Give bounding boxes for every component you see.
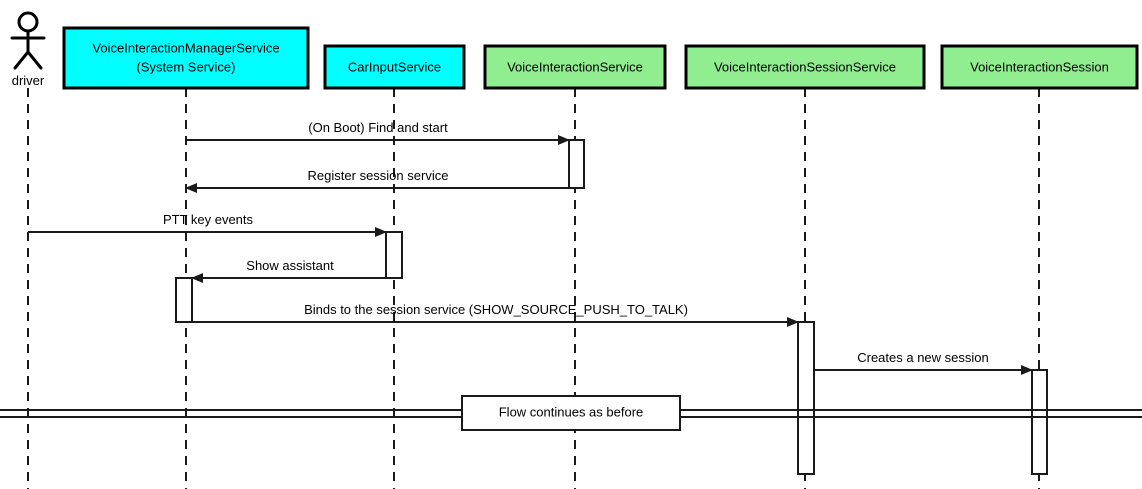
participant-box-vims[interactable] xyxy=(62,26,310,90)
participant-label-viss: VoiceInteractionSessionService xyxy=(714,59,896,74)
divider-note-label: Flow continues as before xyxy=(499,404,644,419)
msg-on-boot-find-and-start-label: (On Boot) Find and start xyxy=(308,120,448,135)
msg-register-session-service-label: Register session service xyxy=(308,168,449,183)
flow-divider-group: Flow continues as before xyxy=(0,395,1142,431)
activations-group xyxy=(175,139,1048,475)
actor-label: driver xyxy=(12,73,45,88)
participant-label-carinput: CarInputService xyxy=(348,59,441,74)
activation-vis xyxy=(568,139,585,189)
msg-binds-to-session-service-label: Binds to the session service (SHOW_SOURC… xyxy=(304,302,688,317)
driver-actor: driver xyxy=(10,11,46,88)
participant-carinput[interactable]: CarInputService xyxy=(323,44,466,90)
msg-on-boot-find-and-start: (On Boot) Find and start xyxy=(186,120,570,145)
participant-label-vims-line1: VoiceInteractionManagerService xyxy=(92,40,279,55)
participant-vsession[interactable]: VoiceInteractionSession xyxy=(940,44,1139,90)
msg-show-assistant: Show assistant xyxy=(191,258,402,283)
participant-viss[interactable]: VoiceInteractionSessionService xyxy=(684,44,926,90)
msg-ptt-key-events-label: PTT key events xyxy=(163,212,254,227)
msg-ptt-key-events: PTT key events xyxy=(28,212,387,237)
msg-creates-a-new-session-label: Creates a new session xyxy=(857,350,989,365)
msg-binds-to-session-service: Binds to the session service (SHOW_SOURC… xyxy=(176,302,799,327)
actor-left-leg-icon xyxy=(13,50,30,70)
participant-box-viss[interactable] xyxy=(684,44,926,90)
participant-box-carinput[interactable] xyxy=(323,44,466,90)
activation-carinput xyxy=(385,231,403,279)
activation-vims xyxy=(175,277,193,323)
participant-label-vis: VoiceInteractionService xyxy=(507,59,643,74)
activation-vsession xyxy=(1031,369,1048,475)
msg-register-session-service: Register session service xyxy=(185,168,569,193)
participant-vis[interactable]: VoiceInteractionService xyxy=(483,44,667,90)
msg-creates-a-new-session: Creates a new session xyxy=(813,350,1033,375)
participant-box-vis[interactable] xyxy=(483,44,667,90)
participant-label-vsession: VoiceInteractionSession xyxy=(970,59,1109,74)
activation-viss xyxy=(797,321,815,475)
msg-show-assistant-label: Show assistant xyxy=(246,258,334,273)
participant-boxes-group: VoiceInteractionManagerService (System Se… xyxy=(62,26,1139,90)
divider-note-box xyxy=(461,395,681,431)
participant-vims[interactable]: VoiceInteractionManagerService (System Se… xyxy=(62,26,310,90)
participant-box-vsession[interactable] xyxy=(940,44,1139,90)
actor-head-icon xyxy=(17,11,39,33)
participant-label-vims-line2: (System Service) xyxy=(137,59,236,74)
actor-right-leg-icon xyxy=(26,50,43,70)
